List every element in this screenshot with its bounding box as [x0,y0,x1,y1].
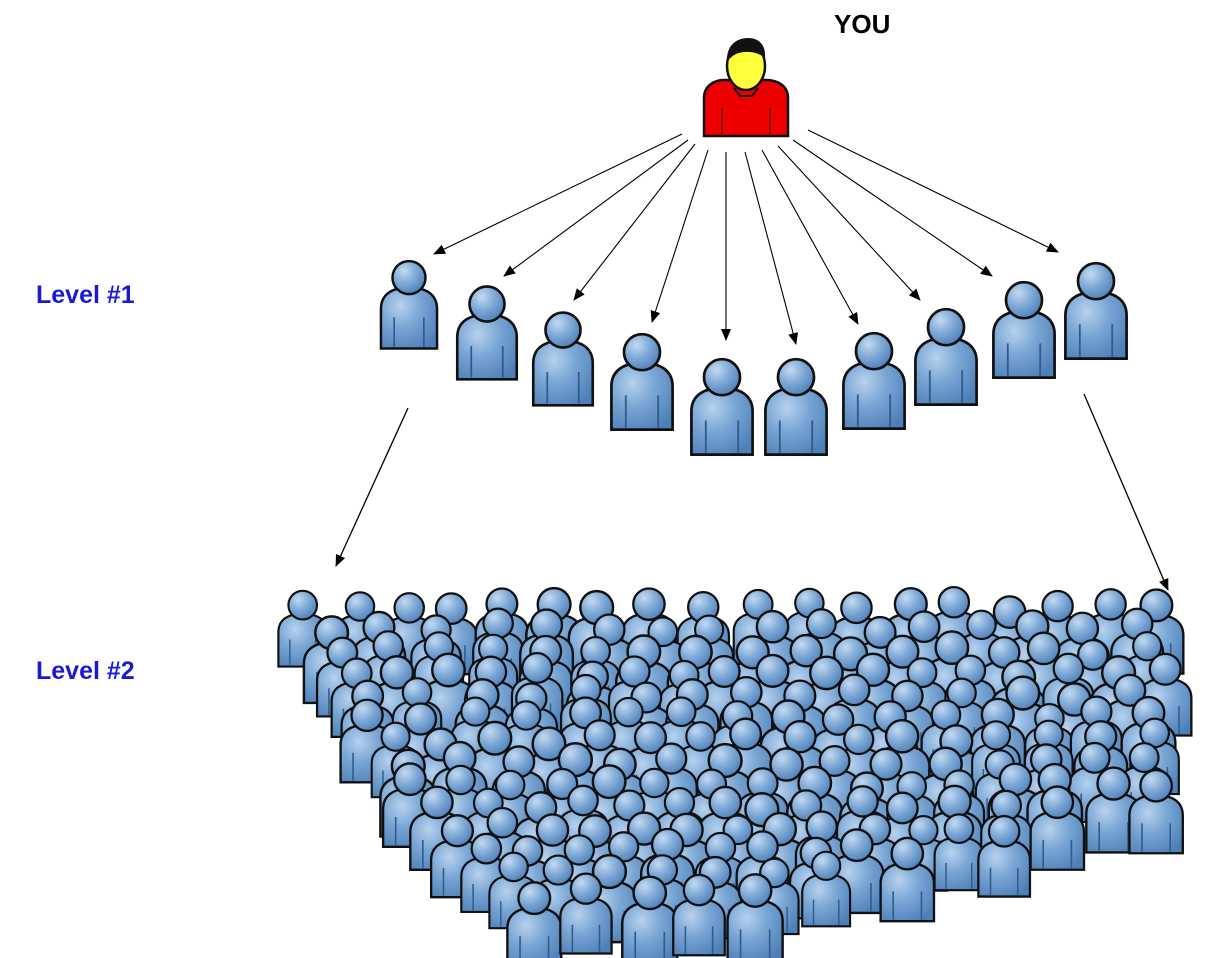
level1-person-icon [609,332,675,432]
arrow-8 [777,145,921,301]
arrow-1 [433,133,683,255]
level1-person-icon [914,307,978,406]
level1-group [379,259,1128,457]
arrow-9 [792,139,993,277]
level1-person-icon [379,259,439,350]
arrow-10 [807,129,1059,253]
arrow-left-down [335,407,409,567]
level1-person-icon [763,357,829,457]
arrows-level1-to-level2 [335,393,1169,591]
level1-person-icon [992,280,1056,379]
arrow-7 [761,149,859,325]
arrow-2 [503,139,689,277]
level1-person-icon [1064,261,1128,360]
level2-label: Level #2 [36,657,135,685]
level1-person-icon [689,357,755,457]
arrow-3 [573,143,696,301]
arrows-you-to-level1 [433,129,1059,345]
arrow-6 [744,151,799,345]
arrow-4 [650,149,709,323]
you-label: YOU [834,9,890,39]
level1-label: Level #1 [36,281,135,309]
level1-person-icon [842,331,906,430]
level2-crowd [277,585,1193,958]
level1-person-icon [455,285,519,381]
red-person-icon [702,38,790,138]
level1-person-icon [531,311,595,407]
arrow-right-down [1083,393,1169,591]
